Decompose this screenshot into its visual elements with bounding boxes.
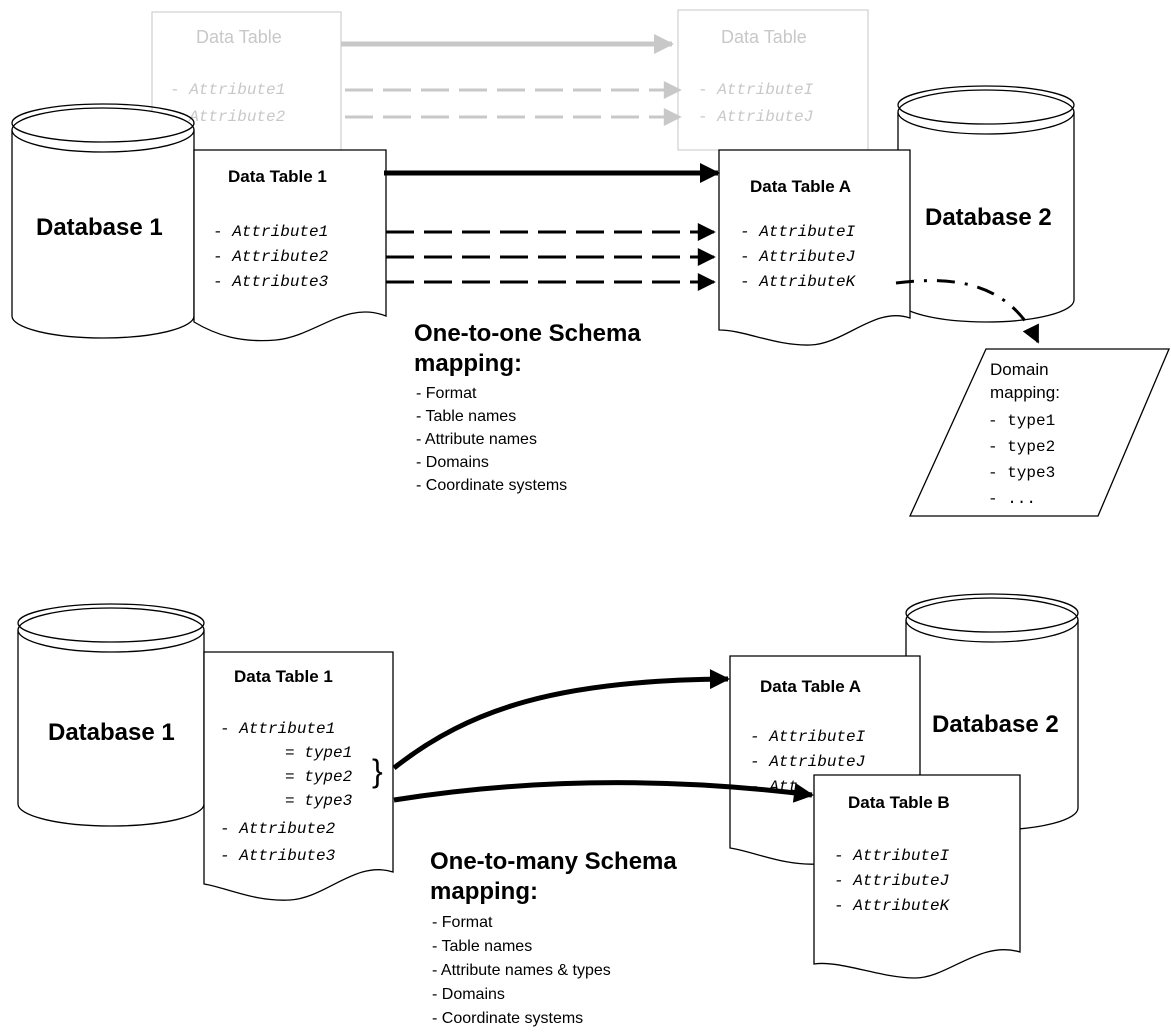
top-table1-attr-3: - Attribute3 bbox=[213, 273, 329, 291]
top-table1-attr-1: - Attribute1 bbox=[213, 223, 328, 241]
one-to-one-title-line-2: mapping: bbox=[414, 350, 522, 377]
top-data-table-a: Data Table A - AttributeI - AttributeJ -… bbox=[718, 149, 911, 346]
domain-mapping-title-1: Domain bbox=[990, 360, 1049, 379]
bottom-table1-attr-2: - Attribute2 bbox=[220, 820, 336, 838]
domain-type-more: - ... bbox=[988, 490, 1036, 508]
top-data-table-1: Data Table 1 - Attribute1 - Attribute2 -… bbox=[193, 149, 387, 342]
one-to-many-item-5: - Coordinate systems bbox=[432, 1010, 583, 1027]
domain-type-3: - type3 bbox=[988, 464, 1055, 482]
bottom-table1-type-1: = type1 bbox=[285, 744, 352, 762]
faded-right-attr-2: - AttributeJ bbox=[698, 108, 813, 126]
top-tableA-title: Data Table A bbox=[750, 177, 851, 196]
domain-type-2: - type2 bbox=[988, 438, 1055, 456]
bottom-tableB-title: Data Table B bbox=[848, 793, 950, 812]
one-to-many-arrow-to-table-b bbox=[393, 780, 814, 803]
faded-left-attr-2: - Attribute2 bbox=[170, 108, 286, 126]
one-to-one-item-2: - Table names bbox=[416, 408, 516, 425]
one-to-one-caption: One-to-one Schema mapping: - Format - Ta… bbox=[414, 320, 641, 494]
domain-mapping-arrow bbox=[895, 279, 1040, 344]
top-table1-title: Data Table 1 bbox=[228, 167, 327, 186]
top-db2-label: Database 2 bbox=[925, 204, 1052, 231]
bottom-table1-attr-1: - Attribute1 bbox=[220, 720, 335, 738]
one-to-many-item-4: - Domains bbox=[432, 986, 505, 1003]
domain-mapping-title-2: mapping: bbox=[990, 383, 1060, 402]
faded-right-attr-1: - AttributeI bbox=[698, 81, 814, 99]
one-to-one-item-4: - Domains bbox=[416, 454, 489, 471]
bottom-table1-type-2: = type2 bbox=[285, 768, 353, 786]
top-database-1: Database 1 bbox=[11, 103, 195, 339]
faded-left-attr-1: - Attribute1 bbox=[170, 81, 285, 99]
top-db1-label: Database 1 bbox=[36, 214, 163, 241]
bottom-data-table-b: Data Table B - AttributeI - AttributeJ -… bbox=[813, 774, 1021, 979]
one-to-one-item-3: - Attribute names bbox=[416, 431, 537, 448]
domain-type-1: - type1 bbox=[988, 412, 1055, 430]
faded-right-table-title: Data Table bbox=[721, 27, 807, 47]
one-to-one-title-line-1: One-to-one Schema bbox=[414, 320, 641, 347]
top-tableA-attr-2: - AttributeJ bbox=[740, 248, 855, 266]
one-to-many-title-line-2: mapping: bbox=[430, 878, 538, 905]
one-to-many-item-3: - Attribute names & types bbox=[432, 962, 611, 979]
bottom-database-1: Database 1 bbox=[17, 603, 205, 827]
bottom-table1-attr-3: - Attribute3 bbox=[220, 847, 336, 865]
type-group-brace: } bbox=[372, 753, 383, 789]
one-to-one-item-1: - Format bbox=[416, 385, 477, 402]
bottom-tableB-attr-1: - AttributeI bbox=[834, 847, 950, 865]
one-to-one-item-5: - Coordinate systems bbox=[416, 477, 567, 494]
top-database-2: Database 2 bbox=[897, 85, 1075, 323]
top-table1-attr-2: - Attribute2 bbox=[213, 248, 329, 266]
one-to-many-arrow-to-table-a bbox=[392, 669, 730, 770]
bottom-tableA-attr-1: - AttributeI bbox=[750, 728, 866, 746]
top-tableA-attr-1: - AttributeI bbox=[740, 223, 856, 241]
top-tableA-attr-3: - AttributeK bbox=[740, 273, 857, 291]
one-to-many-item-1: - Format bbox=[432, 914, 493, 931]
bottom-tableA-title: Data Table A bbox=[760, 677, 861, 696]
bottom-tableA-attr-2: - AttributeJ bbox=[750, 753, 865, 771]
one-to-many-item-2: - Table names bbox=[432, 938, 532, 955]
bottom-data-table-1: Data Table 1 - Attribute1 = type1 = type… bbox=[203, 651, 394, 901]
faded-left-table-title: Data Table bbox=[196, 27, 282, 47]
bottom-table1-type-3: = type3 bbox=[285, 792, 353, 810]
bottom-table1-title: Data Table 1 bbox=[234, 667, 333, 686]
bottom-db2-label: Database 2 bbox=[932, 711, 1059, 738]
bottom-tableB-attr-3: - AttributeK bbox=[834, 897, 951, 915]
domain-mapping-box: Domain mapping: - type1 - type2 - type3 … bbox=[908, 348, 1170, 517]
bottom-tableB-attr-2: - AttributeJ bbox=[834, 872, 949, 890]
faded-layer: Data Table - Attribute1 - Attribute2 Dat… bbox=[151, 9, 869, 151]
bottom-db1-label: Database 1 bbox=[48, 719, 175, 746]
one-to-many-caption: One-to-many Schema mapping: - Format - T… bbox=[430, 848, 677, 1027]
one-to-many-title-line-1: One-to-many Schema bbox=[430, 848, 677, 875]
